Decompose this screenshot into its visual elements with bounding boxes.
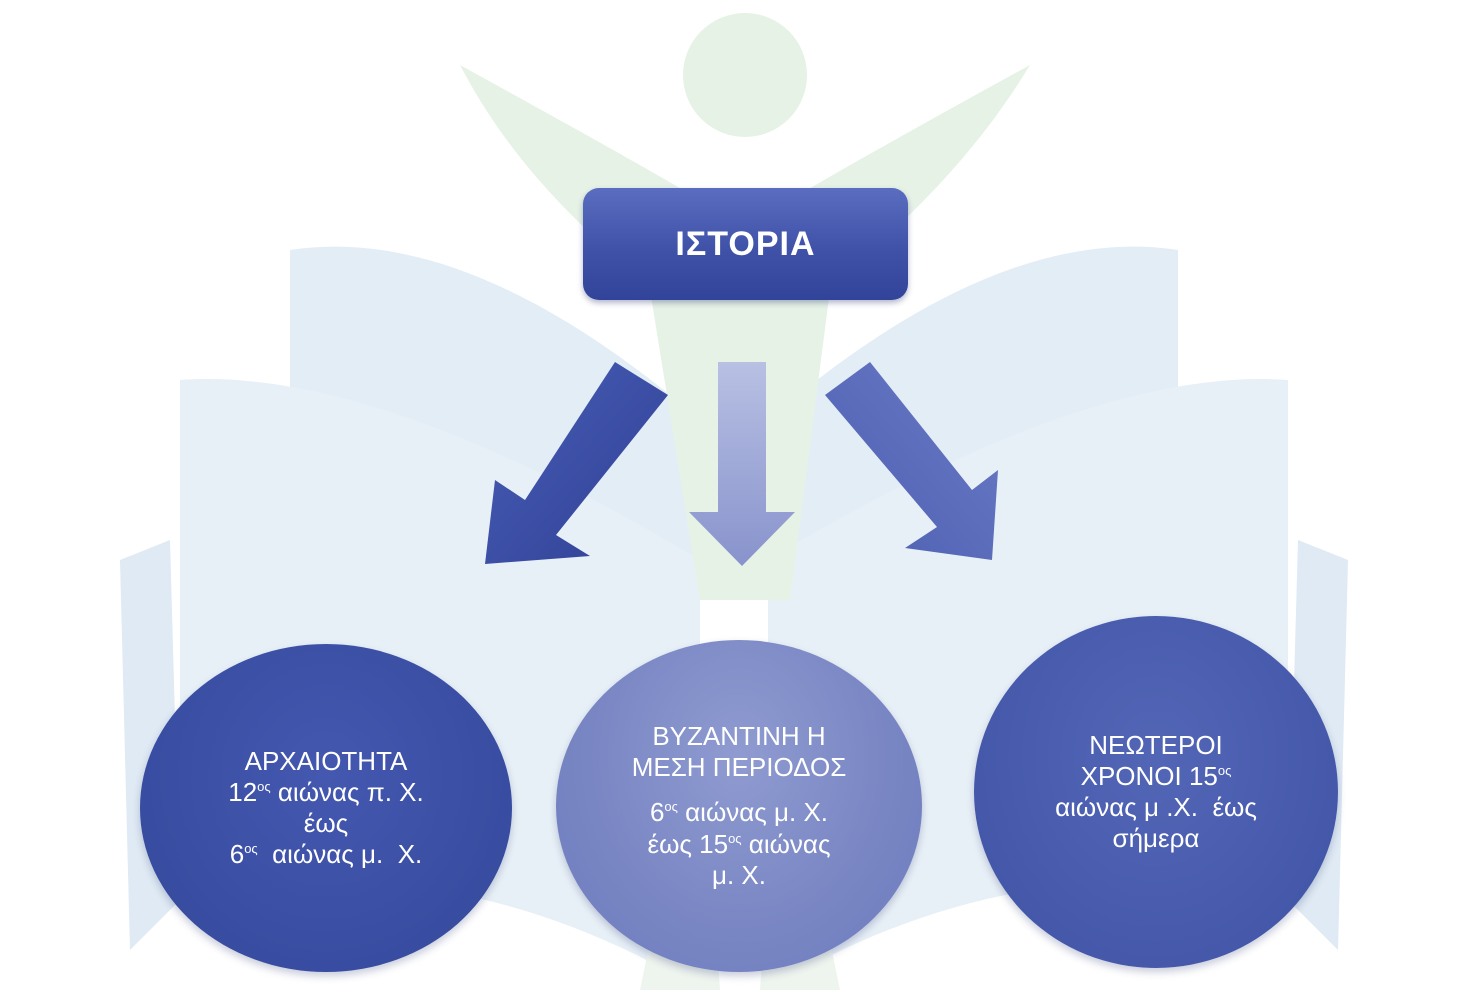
period-byzantine-from: 6ος αιώνας μ. Χ. <box>649 797 829 828</box>
period-byzantine-to: έως 15ος αιώνας <box>647 828 831 859</box>
period-modern-line-4: σήμερα <box>1112 823 1200 854</box>
period-modern-heading-2: ΧΡΟΝΟΙ 15ος <box>1080 760 1232 791</box>
period-antiquity-to: 6ος αιώνας μ. Χ. <box>229 839 423 870</box>
arrow-left <box>485 362 668 564</box>
period-modern-circle: ΝΕΩΤΕΡΟΙ ΧΡΟΝΟΙ 15ος αιώνας μ .Χ. έως σή… <box>974 616 1338 968</box>
period-antiquity-circle: ΑΡΧΑΙΟΤΗΤΑ 12ος αιώνας π. Χ. έως 6ος αιώ… <box>140 644 512 972</box>
period-byzantine-heading-1: ΒΥΖΑΝΤΙΝΗ Η <box>652 721 826 752</box>
period-byzantine-to-tail: μ. Χ. <box>712 859 766 890</box>
title-text: ΙΣΤΟΡΙΑ <box>675 224 816 263</box>
period-antiquity-heading: ΑΡΧΑΙΟΤΗΤΑ <box>244 745 408 776</box>
period-byzantine-circle: ΒΥΖΑΝΤΙΝΗ Η ΜΕΣΗ ΠΕΡΙΟΔΟΣ 6ος αιώνας μ. … <box>556 640 922 972</box>
period-antiquity-connector: έως <box>303 808 349 838</box>
person-head <box>683 13 807 137</box>
period-modern-heading-1: ΝΕΩΤΕΡΟΙ <box>1089 729 1223 760</box>
period-modern-line-3: αιώνας μ .Χ. έως <box>1055 792 1257 822</box>
period-antiquity-from: 12ος αιώνας π. Χ. <box>228 776 424 807</box>
period-byzantine-heading-2: ΜΕΣΗ ΠΕΡΙΟΔΟΣ <box>631 752 847 783</box>
arrow-middle <box>689 362 795 566</box>
title-box: ΙΣΤΟΡΙΑ <box>583 188 908 300</box>
arrow-right <box>825 362 998 560</box>
